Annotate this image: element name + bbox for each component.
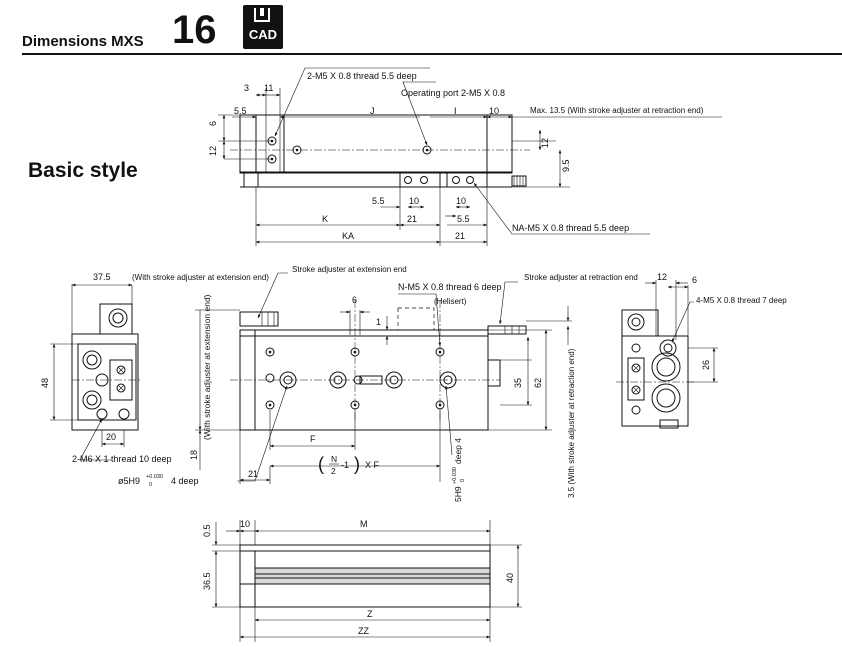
front-dim-1: 1 [376,317,381,327]
pin-tail: 4 deep [171,476,199,486]
formula-2: 2 [331,466,336,476]
side-dim-z: Z [367,609,373,619]
right-dim-26: 26 [701,360,711,370]
helisert-label: (Helisert) [434,297,467,306]
top-dim-j: J [370,106,375,116]
left-dim-37-5: 37.5 [93,272,111,282]
top-dim-9-5: 9.5 [561,159,571,172]
formula-paren-open: ( [318,454,324,474]
top-dim-10-b1: 10 [409,196,419,206]
end-view-left: 37.5 (With stroke adjuster at extension … [40,272,269,464]
model-size-number: 16 [172,8,217,52]
top-dim-5-5-c: 5.5 [457,214,470,224]
side-dim-m: M [360,519,368,529]
top-dim-3: 3 [244,83,249,93]
front-dim-62: 62 [533,378,543,388]
formula-paren-close: ) [354,454,360,474]
formula-n: N [331,454,337,464]
right-dim-12: 12 [657,272,667,282]
side-dim-36-5: 36.5 [202,572,212,590]
formula-xf: X F [365,460,380,470]
pin-tol-top: +0.030 [146,474,163,480]
top-thread-label: 2-M5 X 0.8 thread 5.5 deep [307,71,417,81]
left-thread-label: 2-M6 X 1 thread 10 deep [72,454,172,464]
top-dim-k: K [322,214,328,224]
h9-vertical-tol-bot: 0 [460,479,466,482]
top-max-note: Max. 13.5 (With stroke adjuster at retra… [530,106,704,115]
top-dim-12-right: 12 [540,138,550,148]
stroke-adjuster-ext-label: Stroke adjuster at extension end [292,265,407,274]
side-view: 0.5 10 M 36.5 40 Z ZZ [202,519,522,642]
page-header: Dimensions MXS 16 CAD [0,0,842,56]
left-dim-20: 20 [106,432,116,442]
end-view-right: 12 6 4-M5 X 0.8 thread 7 deep 26 [616,272,787,429]
front-dim-f: F [310,434,316,444]
front-dim-6: 6 [352,295,357,305]
front-view: Stroke adjuster at extension end Stroke … [118,265,638,502]
h9-vertical-tol-top: +0.030 [452,467,458,484]
front-dim-18: 18 [189,450,199,460]
stroke-adjuster-ret-label: Stroke adjuster at retraction end [524,273,638,282]
side-view-top-plate [239,544,491,552]
top-view: 3 11 2-M5 X 0.8 thread 5.5 deep Operatin… [208,67,722,246]
left-extension-note: (With stroke adjuster at extension end) [132,273,269,282]
header-divider [22,53,842,55]
top-view-end-plate [255,114,285,174]
h9-vertical-main: 5H9 [453,486,463,502]
top-dim-i: I [454,106,457,116]
section-title: Basic style [28,159,138,182]
right-thread-label: 4-M5 X 0.8 thread 7 deep [696,296,787,305]
front-dim-35: 35 [513,378,523,388]
na-thread-label: NA-M5 X 0.8 thread 5.5 deep [512,223,629,233]
top-dim-10-b2: 10 [456,196,466,206]
top-dim-ka: KA [342,231,354,241]
side-dim-40: 40 [505,573,515,583]
top-view-body [239,114,513,174]
formula-minus-one: -1 [341,460,349,470]
top-dim-5-5-b: 5.5 [372,196,385,206]
cad-badge[interactable]: CAD [243,5,283,49]
h9-vertical-tail: deep 4 [453,438,463,464]
front-vertical-ext-note: (With stroke adjuster at extension end) [202,294,212,440]
top-dim-12-left: 12 [208,146,218,156]
side-dim-zz: ZZ [358,626,369,636]
top-dim-11: 11 [264,83,273,93]
cad-label: CAD [248,27,278,42]
pin-tol-bot: 0 [149,482,152,488]
left-end-body [71,333,139,431]
top-dim-21-b: 21 [455,231,465,241]
top-dim-21-a: 21 [407,214,417,224]
front-dim-21: 21 [248,469,258,479]
pin-label-main: ø5H9 [118,476,140,486]
side-dim-10: 10 [240,519,250,529]
operating-port-label: Operating port 2-M5 X 0.8 [401,88,505,98]
side-dim-0-5: 0.5 [202,524,212,537]
front-vertical-ret-note: 3.5 (With stroke adjuster at retraction … [567,348,576,498]
top-dim-6: 6 [208,121,218,126]
top-dim-5-5-a: 5.5 [234,106,247,116]
right-dim-6: 6 [692,275,697,285]
left-dim-48: 48 [40,378,50,388]
page-title: Dimensions MXS [22,33,144,50]
top-dim-10: 10 [489,106,499,116]
n-thread-label: N-M5 X 0.8 thread 6 deep [398,282,502,292]
h9-vertical-label: 5H9 +0.030 0 deep 4 [452,438,466,502]
floppy-disk-icon [254,8,270,22]
